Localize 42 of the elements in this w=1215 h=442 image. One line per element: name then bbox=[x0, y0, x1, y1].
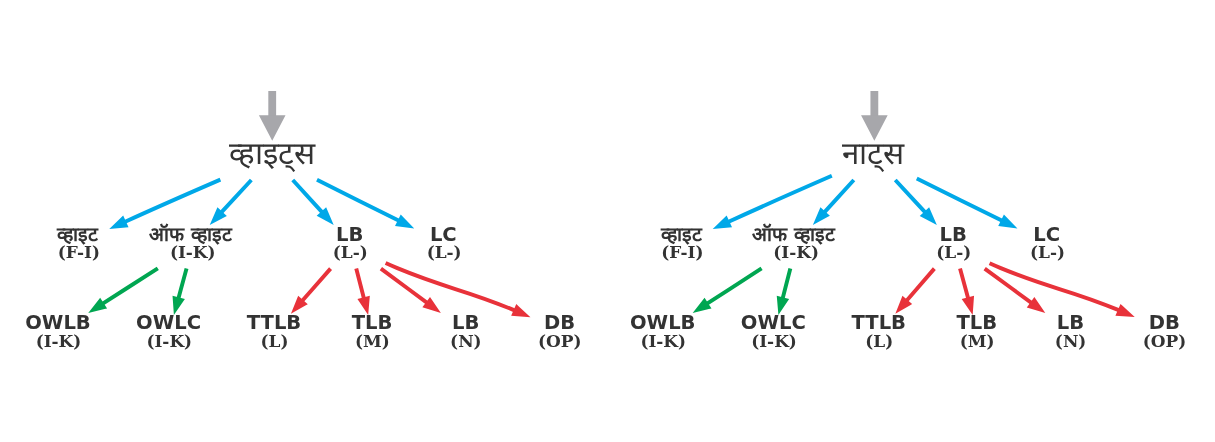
arrow bbox=[109, 177, 222, 229]
node-text: TTLB (L) bbox=[246, 310, 302, 351]
arrow bbox=[379, 266, 441, 313]
arrow bbox=[895, 266, 936, 314]
node-text: OWLB (I-K) bbox=[25, 310, 91, 351]
arrow bbox=[958, 267, 975, 315]
arrow bbox=[893, 178, 937, 225]
arrow bbox=[988, 261, 1135, 317]
node-text: LC (L-) bbox=[1030, 222, 1066, 262]
arrow bbox=[692, 266, 763, 313]
node-text: DB (OP) bbox=[1142, 310, 1187, 351]
arrow bbox=[983, 266, 1046, 313]
node-text: ऑफ व्हाइट (I-K) bbox=[752, 222, 836, 262]
arrow bbox=[209, 178, 253, 225]
node-text: TTLB (L) bbox=[851, 310, 907, 351]
node-text: ऑफ व्हाइट (I-K) bbox=[149, 222, 232, 262]
node-text: LB (N) bbox=[450, 310, 482, 351]
node-text: DB (OP) bbox=[538, 310, 582, 351]
node-text: OWLC (I-K) bbox=[740, 310, 806, 351]
node-text: LC (L-) bbox=[426, 222, 462, 262]
node-text: OWLC (I-K) bbox=[136, 310, 201, 351]
node-text: व्हाइट्स bbox=[228, 134, 315, 171]
node-text: OWLB (I-K) bbox=[629, 310, 696, 351]
arrow bbox=[291, 178, 334, 225]
node-text: LB (N) bbox=[1054, 310, 1087, 351]
arrow bbox=[354, 267, 370, 315]
arrow bbox=[172, 267, 189, 315]
node-text: व्हाइट (F-I) bbox=[57, 222, 101, 262]
arrow bbox=[812, 178, 856, 225]
arrow bbox=[776, 267, 793, 315]
arrow bbox=[290, 266, 333, 314]
node-text: LB (L-) bbox=[332, 222, 368, 262]
arrow bbox=[915, 176, 1018, 228]
node-text: व्हाइट (F-I) bbox=[660, 222, 704, 262]
arrow bbox=[88, 266, 159, 313]
node-text: TLB (M) bbox=[351, 310, 393, 351]
node-text: LB (L-) bbox=[936, 222, 972, 262]
arrow bbox=[384, 260, 531, 317]
arrow bbox=[316, 177, 415, 228]
node-text: नाट्स bbox=[842, 134, 905, 171]
arrow bbox=[712, 173, 833, 229]
node-text: TLB (M) bbox=[956, 310, 998, 351]
